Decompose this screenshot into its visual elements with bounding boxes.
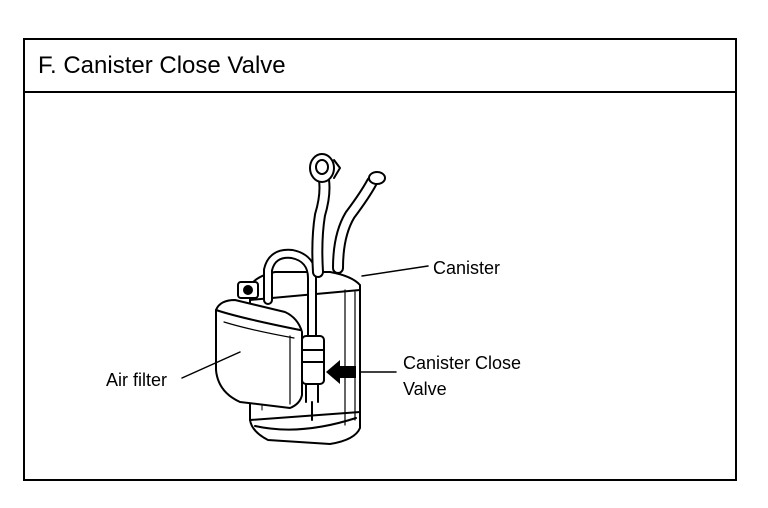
air-filter-leader: [181, 351, 241, 379]
vent-hose: [309, 153, 341, 278]
canister-leader: [361, 265, 429, 277]
valve-arrow: [326, 360, 356, 384]
canister-close-valve: [301, 335, 325, 421]
title-bar: F. Canister Close Valve: [25, 40, 735, 93]
diagram-frame: F. Canister Close Valve: [23, 38, 737, 481]
label-valve-line2: Valve: [403, 379, 447, 399]
label-air-filter: Air filter: [106, 370, 168, 390]
air-filter-box: [215, 281, 303, 409]
label-canister: Canister: [433, 258, 501, 278]
connecting-hose: [263, 248, 317, 343]
label-valve-line1: Canister Close: [403, 353, 522, 373]
diagram-title: F. Canister Close Valve: [38, 52, 286, 79]
purge-hose: [332, 171, 386, 274]
